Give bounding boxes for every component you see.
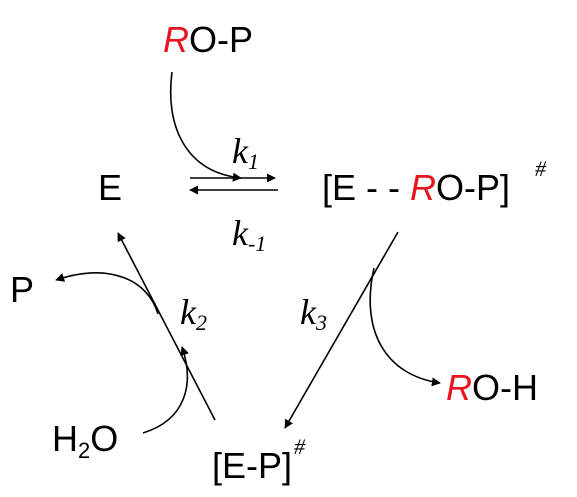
rate-k2-label: k2 [180, 292, 207, 335]
water-h: H [52, 418, 78, 459]
complex-2-superscript: # [294, 434, 306, 459]
alcohol-release-arrow [369, 267, 441, 387]
phospho-enzyme-label: [E-P] [212, 445, 292, 486]
rate-k3-k: k [300, 292, 317, 332]
alcohol-product-label: RO-H [446, 367, 538, 408]
forward-k2-arrow [117, 232, 216, 421]
product-release-arrow [55, 272, 159, 315]
rate-k-minus-1-label: k-1 [232, 213, 266, 256]
enzyme-label: E [98, 167, 122, 208]
substrate-rest: O-P [189, 19, 253, 60]
alcohol-rest: O-H [472, 367, 538, 408]
rate-k1-subscript: 1 [248, 149, 259, 174]
alcohol-r-group: R [446, 367, 472, 408]
enzyme-substrate-complex-label: [E - - RO-P] [322, 167, 510, 208]
substrate-binding-arrow [169, 71, 242, 182]
forward-k3-arrow [284, 231, 399, 429]
water-label: H2O [52, 418, 118, 463]
complex-r-group: R [410, 167, 436, 208]
rate-k1-label: k1 [232, 131, 259, 174]
water-entry-arrow [142, 346, 189, 434]
water-o: O [90, 418, 118, 459]
rate-k-minus-1-subscript: -1 [248, 231, 266, 256]
water-subscript: 2 [78, 438, 90, 463]
product-p-label: P [10, 269, 34, 310]
complex-1-superscript: # [535, 156, 547, 181]
rate-k1-k: k [232, 131, 249, 171]
rate-k3-label: k3 [300, 292, 327, 335]
rate-k2-k: k [180, 292, 197, 332]
rate-k2-subscript: 2 [196, 310, 207, 335]
complex-rest: O-P] [436, 167, 510, 208]
rate-k-minus-1-k: k [232, 213, 249, 253]
rate-k3-subscript: 3 [315, 310, 327, 335]
substrate-label: RO-P [163, 19, 253, 60]
complex-open: [E - - [322, 167, 410, 208]
substrate-r-group: R [163, 19, 189, 60]
